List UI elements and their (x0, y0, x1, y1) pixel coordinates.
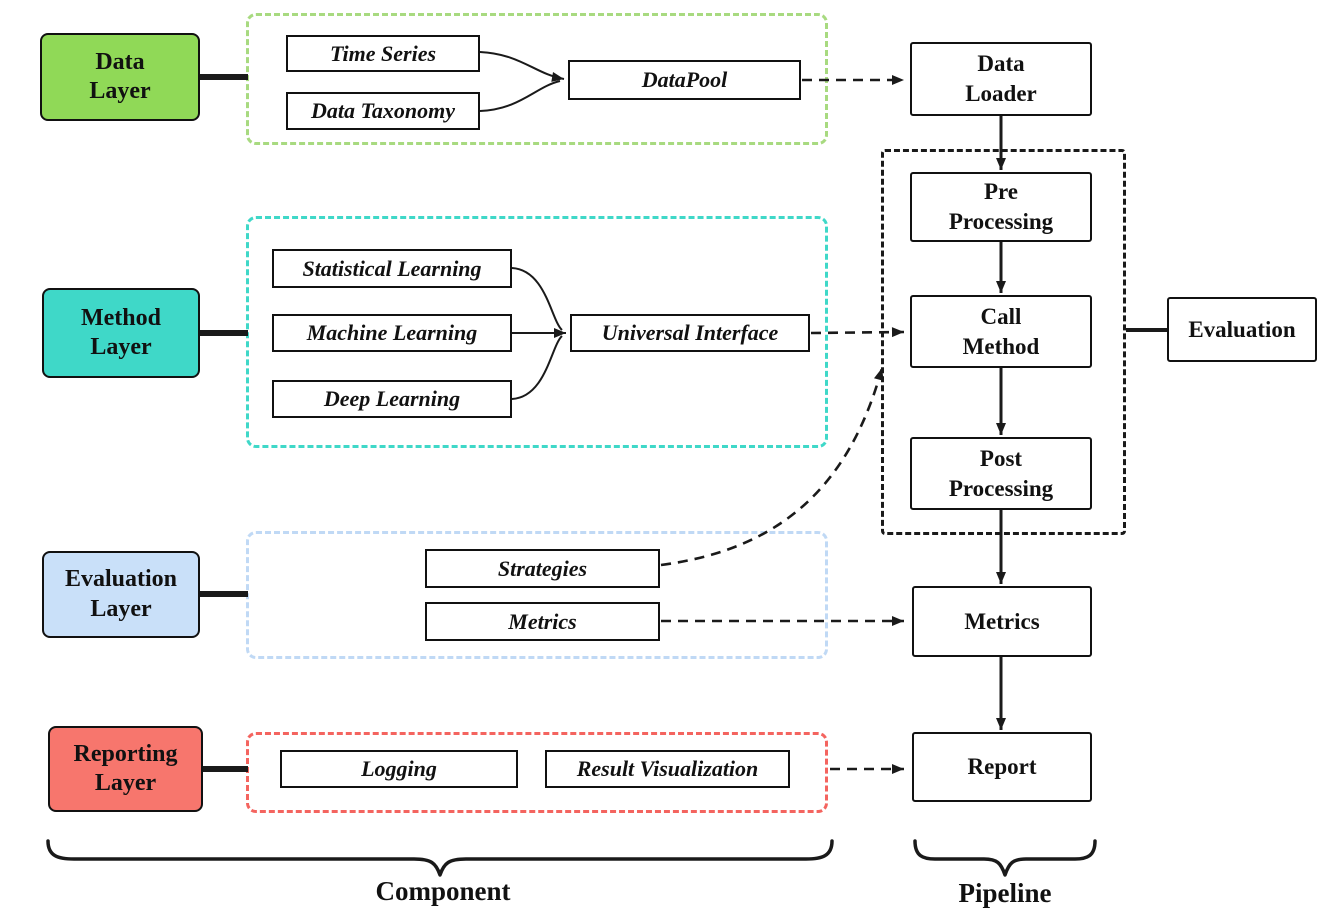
report-box: Report (912, 732, 1092, 802)
data-loader-box: Data Loader (910, 42, 1092, 116)
reporting-components-group (246, 732, 828, 813)
strategies-box: Strategies (425, 549, 660, 588)
logging-box: Logging (280, 750, 518, 788)
pipeline-brace (913, 839, 1097, 877)
deep-learning-box: Deep Learning (272, 380, 512, 418)
braces (46, 839, 1097, 877)
component-metrics-box: Metrics (425, 602, 660, 641)
pipeline-processing-group (881, 149, 1126, 535)
statistical-learning-box: Statistical Learning (272, 249, 512, 288)
pre-processing-box: Pre Processing (910, 172, 1092, 242)
universal-interface-box: Universal Interface (570, 314, 810, 352)
result-visualization-box: Result Visualization (545, 750, 790, 788)
pipeline-metrics-box: Metrics (912, 586, 1092, 657)
data-layer-box: Data Layer (40, 33, 200, 121)
component-label: Component (375, 876, 511, 906)
evaluation-box: Evaluation (1167, 297, 1317, 362)
post-processing-box: Post Processing (910, 437, 1092, 510)
pipeline-label: Pipeline (958, 878, 1052, 908)
data-taxonomy-box: Data Taxonomy (286, 92, 480, 130)
component-brace (46, 839, 834, 877)
call-method-box: Call Method (910, 295, 1092, 368)
reporting-layer-box: Reporting Layer (48, 726, 203, 812)
method-layer-box: Method Layer (42, 288, 200, 378)
layer-group-connectors (200, 74, 248, 772)
time-series-box: Time Series (286, 35, 480, 72)
evaluation-layer-box: Evaluation Layer (42, 551, 200, 638)
machine-learning-box: Machine Learning (272, 314, 512, 352)
datapool-box: DataPool (568, 60, 801, 100)
